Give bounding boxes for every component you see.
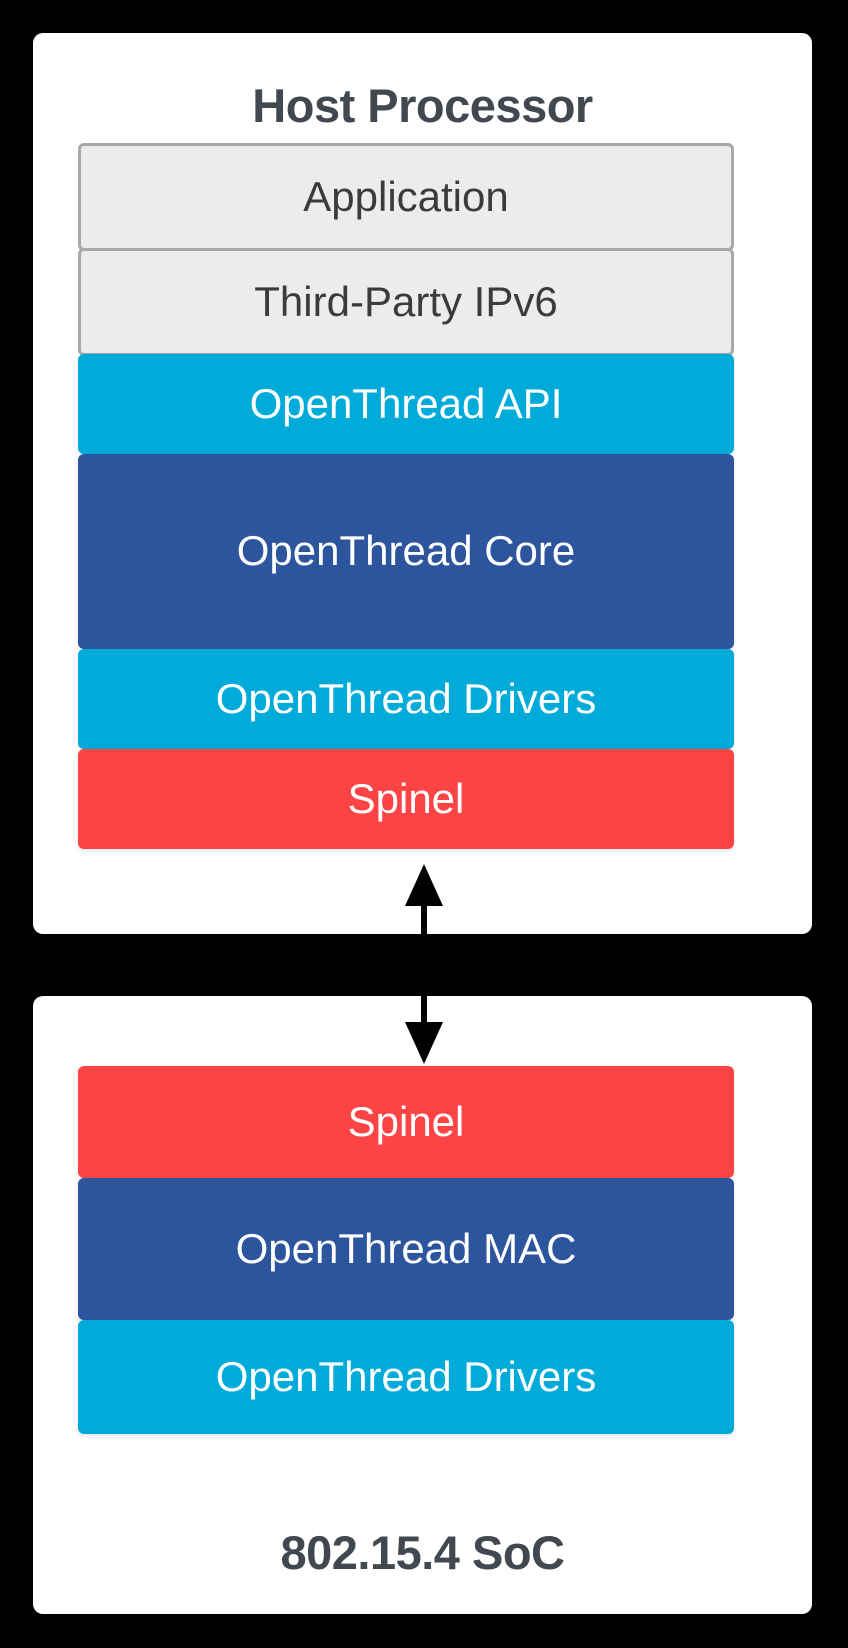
layer-label-application: Application [303,172,509,220]
layer-label-openthread-core: OpenThread Core [236,527,576,575]
layer-label-spinel-host: Spinel [347,774,465,822]
layer-label-third-party-ipv6: Third-Party IPv6 [254,277,558,325]
panel-title-host-processor: Host Processor [252,79,593,132]
layer-label-openthread-api: OpenThread API [249,379,563,427]
layer-openthread-drivers-host: OpenThread Drivers [78,649,734,749]
layer-openthread-core: OpenThread Core [78,454,734,649]
layer-third-party-ipv6: Third-Party IPv6 [78,248,734,356]
layer-openthread-drivers-soc: OpenThread Drivers [78,1320,734,1434]
panel-802-15-4-soc: Spinel OpenThread MAC OpenThread Drivers… [33,996,812,1614]
layer-spinel-host: Spinel [78,749,734,849]
panel-title-802-15-4-soc: 802.15.4 SoC [280,1526,565,1579]
layer-stack-host: Application Third-Party IPv6 OpenThread … [78,143,734,849]
layer-application: Application [78,143,734,251]
layer-label-openthread-drivers-soc: OpenThread Drivers [215,1352,597,1400]
layer-openthread-mac: OpenThread MAC [78,1178,734,1320]
layer-label-spinel-soc: Spinel [347,1097,465,1145]
layer-label-openthread-mac: OpenThread MAC [235,1224,577,1272]
layer-openthread-api: OpenThread API [78,354,734,454]
layer-label-openthread-drivers-host: OpenThread Drivers [215,674,597,722]
layer-stack-soc: Spinel OpenThread MAC OpenThread Drivers [78,1066,734,1434]
layer-spinel-soc: Spinel [78,1066,734,1178]
panel-host-processor: Host Processor Application Third-Party I… [33,33,812,934]
